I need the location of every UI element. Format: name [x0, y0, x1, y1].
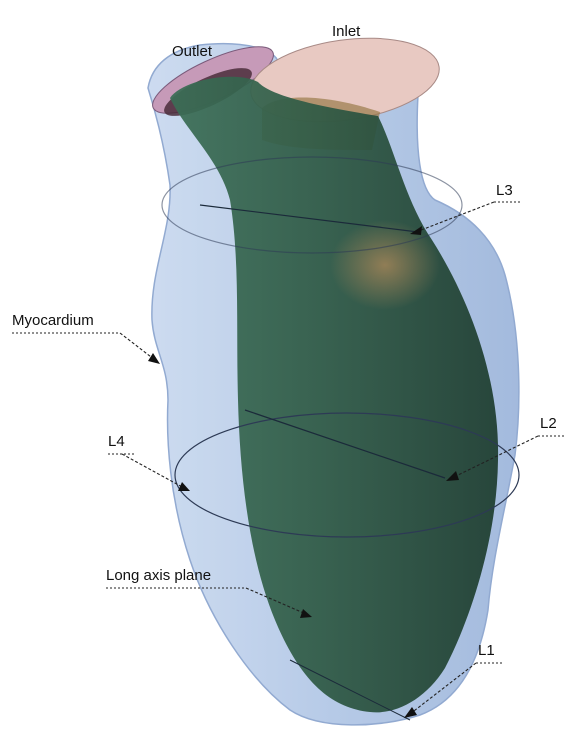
label-l4: L4 — [108, 433, 125, 450]
label-myocardium: Myocardium — [12, 312, 94, 329]
label-inlet: Inlet — [332, 23, 361, 40]
arrowhead-myocardium — [148, 353, 160, 364]
label-l1: L1 — [478, 642, 495, 659]
label-long-axis-plane: Long axis plane — [106, 567, 211, 584]
label-outlet: Outlet — [172, 43, 213, 60]
leader-myocardium — [120, 333, 155, 360]
label-l3: L3 — [496, 182, 513, 199]
surface-highlight — [330, 220, 440, 310]
label-l2: L2 — [540, 415, 557, 432]
